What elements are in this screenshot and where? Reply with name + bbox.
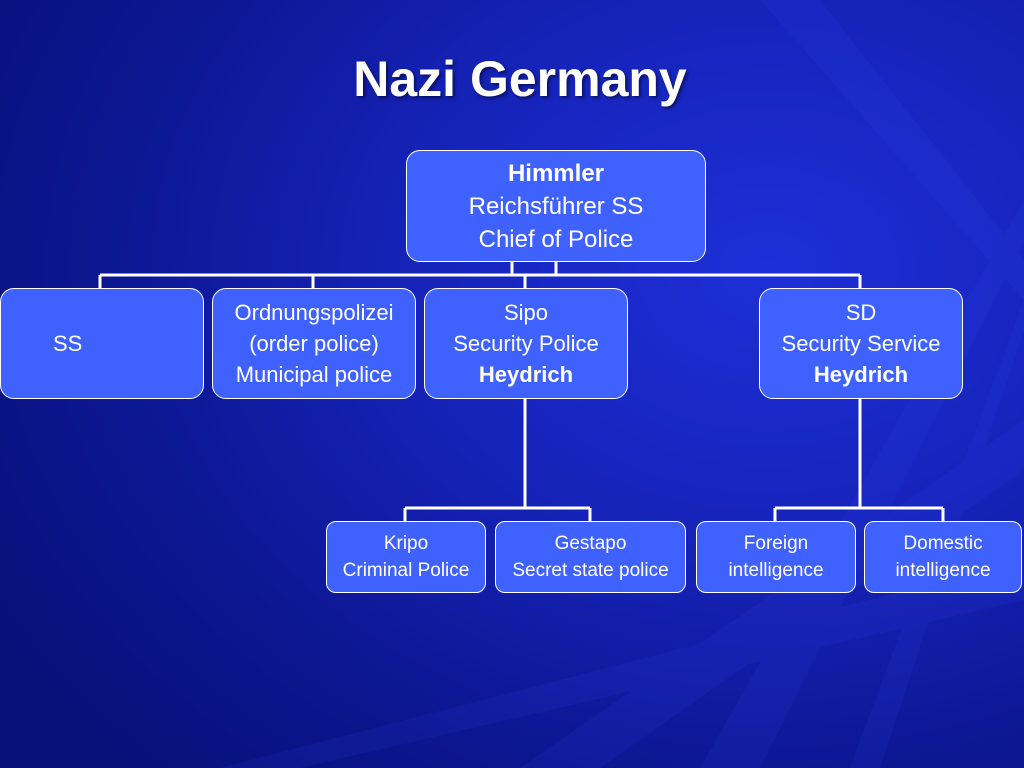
orpo-translation: (order police) <box>249 331 379 356</box>
box-ordnungspolizei: Ordnungspolizei (order police) Municipal… <box>212 288 416 399</box>
sipo-head: Heydrich <box>478 362 574 387</box>
kripo-name: Kripo <box>383 533 429 554</box>
sd-description: Security Service <box>781 331 941 356</box>
himmler-name: Himmler <box>507 159 605 187</box>
himmler-title-1: Reichsführer SS <box>468 192 644 220</box>
sd-name: SD <box>845 300 877 325</box>
box-foreign-intelligence: Foreign intelligence <box>696 521 856 593</box>
orpo-description: Municipal police <box>235 362 393 387</box>
domestic-line-1: Domestic <box>903 533 983 554</box>
orpo-name: Ordnungspolizei <box>234 300 394 325</box>
box-himmler: Himmler Reichsführer SS Chief of Police <box>406 150 706 262</box>
gestapo-name: Gestapo <box>554 533 627 554</box>
sipo-name: Sipo <box>503 300 549 325</box>
box-sd: SD Security Service Heydrich <box>759 288 963 399</box>
himmler-title-2: Chief of Police <box>478 225 634 253</box>
kripo-description: Criminal Police <box>342 560 470 581</box>
foreign-line-2: intelligence <box>728 560 824 581</box>
box-kripo: Kripo Criminal Police <box>326 521 486 593</box>
domestic-line-2: intelligence <box>895 560 991 581</box>
box-domestic-intelligence: Domestic intelligence <box>864 521 1022 593</box>
sipo-description: Security Police <box>453 331 599 356</box>
box-ss: SS <box>0 288 204 399</box>
box-sipo: Sipo Security Police Heydrich <box>424 288 628 399</box>
foreign-line-1: Foreign <box>743 533 809 554</box>
gestapo-description: Secret state police <box>512 560 669 581</box>
sd-head: Heydrich <box>813 362 909 387</box>
ss-label: SS <box>53 331 83 356</box>
box-gestapo: Gestapo Secret state police <box>495 521 686 593</box>
slide-title: Nazi Germany <box>353 51 687 107</box>
